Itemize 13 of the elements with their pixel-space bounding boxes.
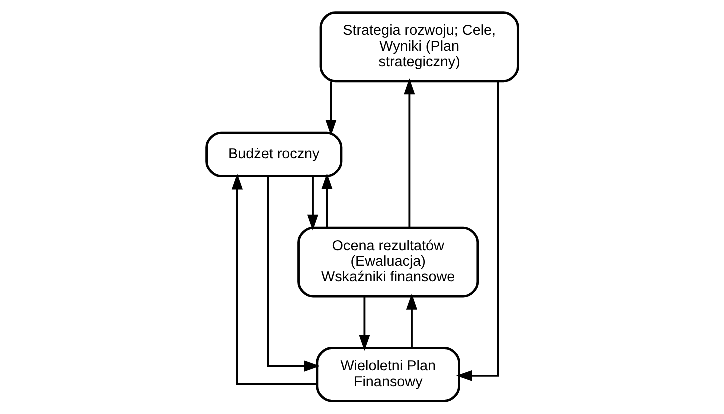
arrow	[325, 82, 336, 136]
arrow	[266, 176, 320, 372]
node-box: Wieloletni Plan Finansowy	[316, 347, 460, 402]
node-box: Budżet roczny	[205, 132, 342, 178]
arrow	[321, 174, 332, 228]
arrow	[231, 174, 317, 386]
node-box: Strategia rozwoju; Cele, Wyniki (Plan strategiczny)	[319, 12, 519, 83]
arrow	[358, 296, 370, 351]
arrow	[404, 78, 415, 228]
arrow	[306, 176, 318, 231]
arrow	[406, 294, 418, 348]
node-box: Ocena rezultatów (Ewaluacja) Wskaźniki finansowe	[297, 226, 479, 298]
arrow	[456, 82, 499, 382]
